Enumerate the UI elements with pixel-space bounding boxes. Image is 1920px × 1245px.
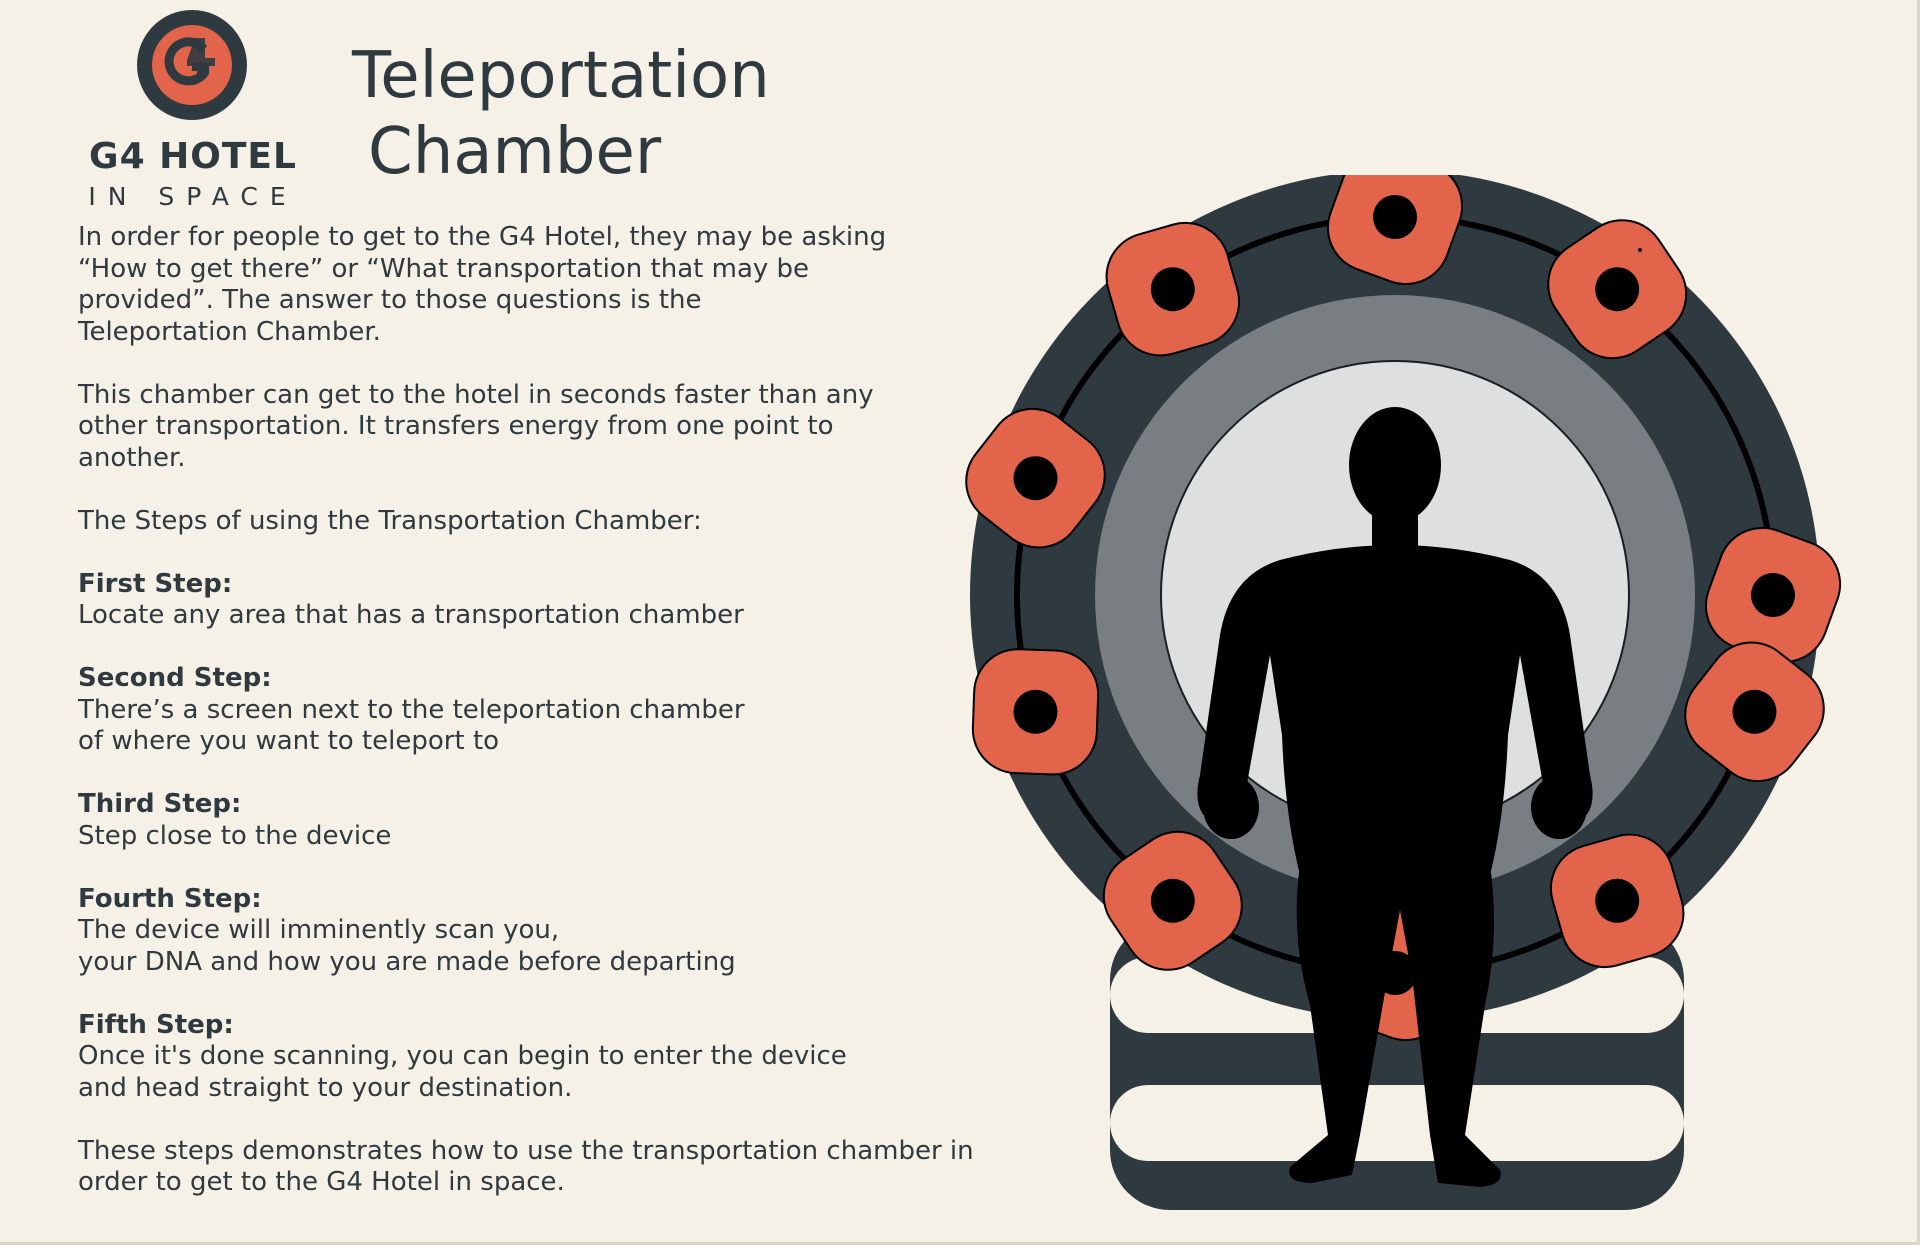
step-fifth: Fifth Step: Once it's done scanning, you… [78,1010,1058,1105]
page-title-line-2: Chamber [368,115,662,189]
description-line: This chamber can get to the hotel in sec… [78,379,874,410]
intro-line: provided”. The answer to those questions… [78,285,702,315]
frame-bottom [0,1242,1920,1245]
page-title: Teleportation Chamber [352,38,770,190]
conclusion-paragraph: These steps demonstrates how to use the … [78,1136,1058,1199]
step-text: Locate any area that has a transportatio… [78,600,744,630]
logo-subtitle: IN SPACE [88,182,298,211]
step-text: Step close to the device [78,820,392,851]
chamber-node-dot [1150,878,1195,923]
step-title: Fourth Step: [78,883,262,914]
chamber-node-dot [1595,878,1640,923]
step-text: your DNA and how you are made before dep… [78,946,736,977]
page-title-line-1: Teleportation [352,39,770,113]
description-line: other transportation. It transfers energ… [78,411,834,441]
frame-edge [1917,0,1920,1245]
step-text: of where you want to teleport to [78,726,500,756]
chamber-node-dot [1013,456,1058,501]
step-title: Second Step: [78,663,272,693]
article-body: In order for people to get to the G4 Hot… [78,222,1058,1230]
step-second: Second Step: There’s a screen next to th… [78,663,1058,758]
chamber-node-dot [1013,689,1058,734]
intro-paragraph: In order for people to get to the G4 Hot… [78,222,1058,348]
conclusion-line: order to get to the G4 Hotel in space. [78,1167,565,1197]
description-line: another. [78,442,186,473]
human-silhouette-icon [1197,407,1593,1187]
g4-logo-icon [137,10,247,120]
teleporter-chamber-icon [965,175,1842,1210]
step-fourth: Fourth Step: The device will imminently … [78,884,1058,979]
hotel-logo: G4 HOTEL IN SPACE [78,8,308,211]
step-first: First Step: Locate any area that has a t… [78,569,1058,632]
chamber-node-dot [1732,689,1777,734]
step-text: The device will imminently scan you, [78,915,560,945]
chamber-nodes [965,175,1842,1042]
chamber-node-dot [1751,573,1795,617]
step-text: There’s a screen next to the teleportati… [78,694,745,725]
steps-heading-text: The Steps of using the Transportation Ch… [78,505,702,536]
step-text: Once it's done scanning, you can begin t… [78,1041,847,1071]
intro-line: Teleportation Chamber. [78,316,381,347]
conclusion-line: These steps demonstrates how to use the … [78,1135,974,1166]
step-title: Fifth Step: [78,1009,234,1040]
steps-heading: The Steps of using the Transportation Ch… [78,506,1058,538]
intro-line: In order for people to get to the G4 Hot… [78,222,887,252]
step-third: Third Step: Step close to the device [78,789,1058,852]
intro-line: “How to get there” or “What transportati… [78,253,810,284]
step-title: Third Step: [78,789,242,819]
chamber-node-dot [1595,267,1640,312]
chamber-node-dot [1150,267,1195,312]
chamber-node-dot [1373,195,1417,239]
description-paragraph: This chamber can get to the hotel in sec… [78,380,1058,475]
step-text: and head straight to your destination. [78,1072,573,1103]
step-title: First Step: [78,568,233,599]
logo-name: G4 HOTEL [89,136,297,177]
